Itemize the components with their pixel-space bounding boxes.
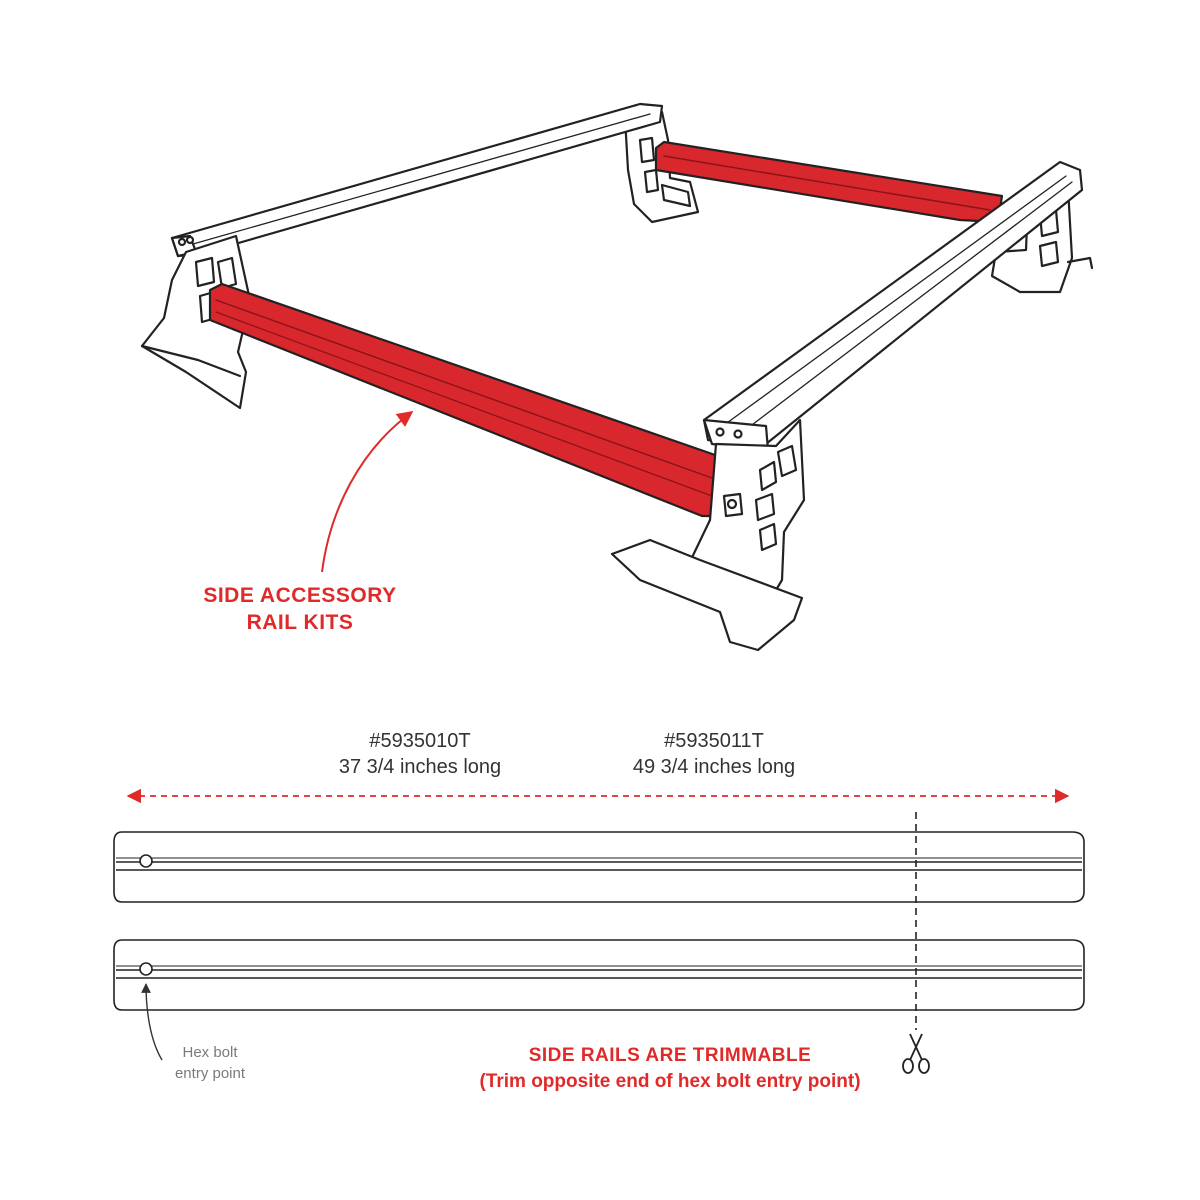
trim-note-subtitle: (Trim opposite end of hex bolt entry poi… bbox=[479, 1071, 861, 1092]
trim-note: SIDE RAILS ARE TRIMMABLE (Trim opposite … bbox=[430, 1043, 910, 1095]
callout-arrow bbox=[321, 411, 414, 573]
truck-bed-rack bbox=[140, 102, 1094, 652]
red-rail-front bbox=[208, 282, 720, 518]
red-rail-back bbox=[654, 140, 1004, 224]
part-a-length: 37 3/4 inches long bbox=[338, 756, 502, 778]
callout-label: SIDE ACCESSORY RAIL KITS bbox=[190, 582, 410, 636]
rail-profile-short bbox=[113, 939, 1085, 1011]
part-a-number: #5935010T bbox=[369, 730, 471, 752]
part-b-label: #5935011T 49 3/4 inches long bbox=[594, 728, 834, 780]
trim-note-title: SIDE RAILS ARE TRIMMABLE bbox=[528, 1045, 812, 1066]
arrow-icon bbox=[141, 983, 163, 1061]
hex-note-line-2: entry point bbox=[174, 1065, 246, 1082]
crossbar-right bbox=[702, 160, 1084, 452]
tower-front-right bbox=[684, 418, 806, 602]
rail-profile-long bbox=[113, 831, 1085, 903]
callout-line-1: SIDE ACCESSORY bbox=[203, 584, 397, 607]
foot-plate-front-right bbox=[610, 538, 804, 652]
hex-bolt-hole bbox=[139, 962, 153, 976]
callout-line-2: RAIL KITS bbox=[246, 611, 354, 634]
part-b-number: #5935011T bbox=[664, 730, 764, 752]
scissors-icon bbox=[902, 1033, 930, 1074]
part-a-label: #5935010T 37 3/4 inches long bbox=[300, 728, 540, 780]
part-b-length: 49 3/4 inches long bbox=[632, 756, 796, 778]
hex-note-line-1: Hex bolt bbox=[182, 1044, 238, 1061]
hex-bolt-note: Hex bolt entry point bbox=[150, 1042, 270, 1084]
crossbar-left bbox=[170, 102, 664, 258]
hex-bolt-hole bbox=[139, 854, 153, 868]
